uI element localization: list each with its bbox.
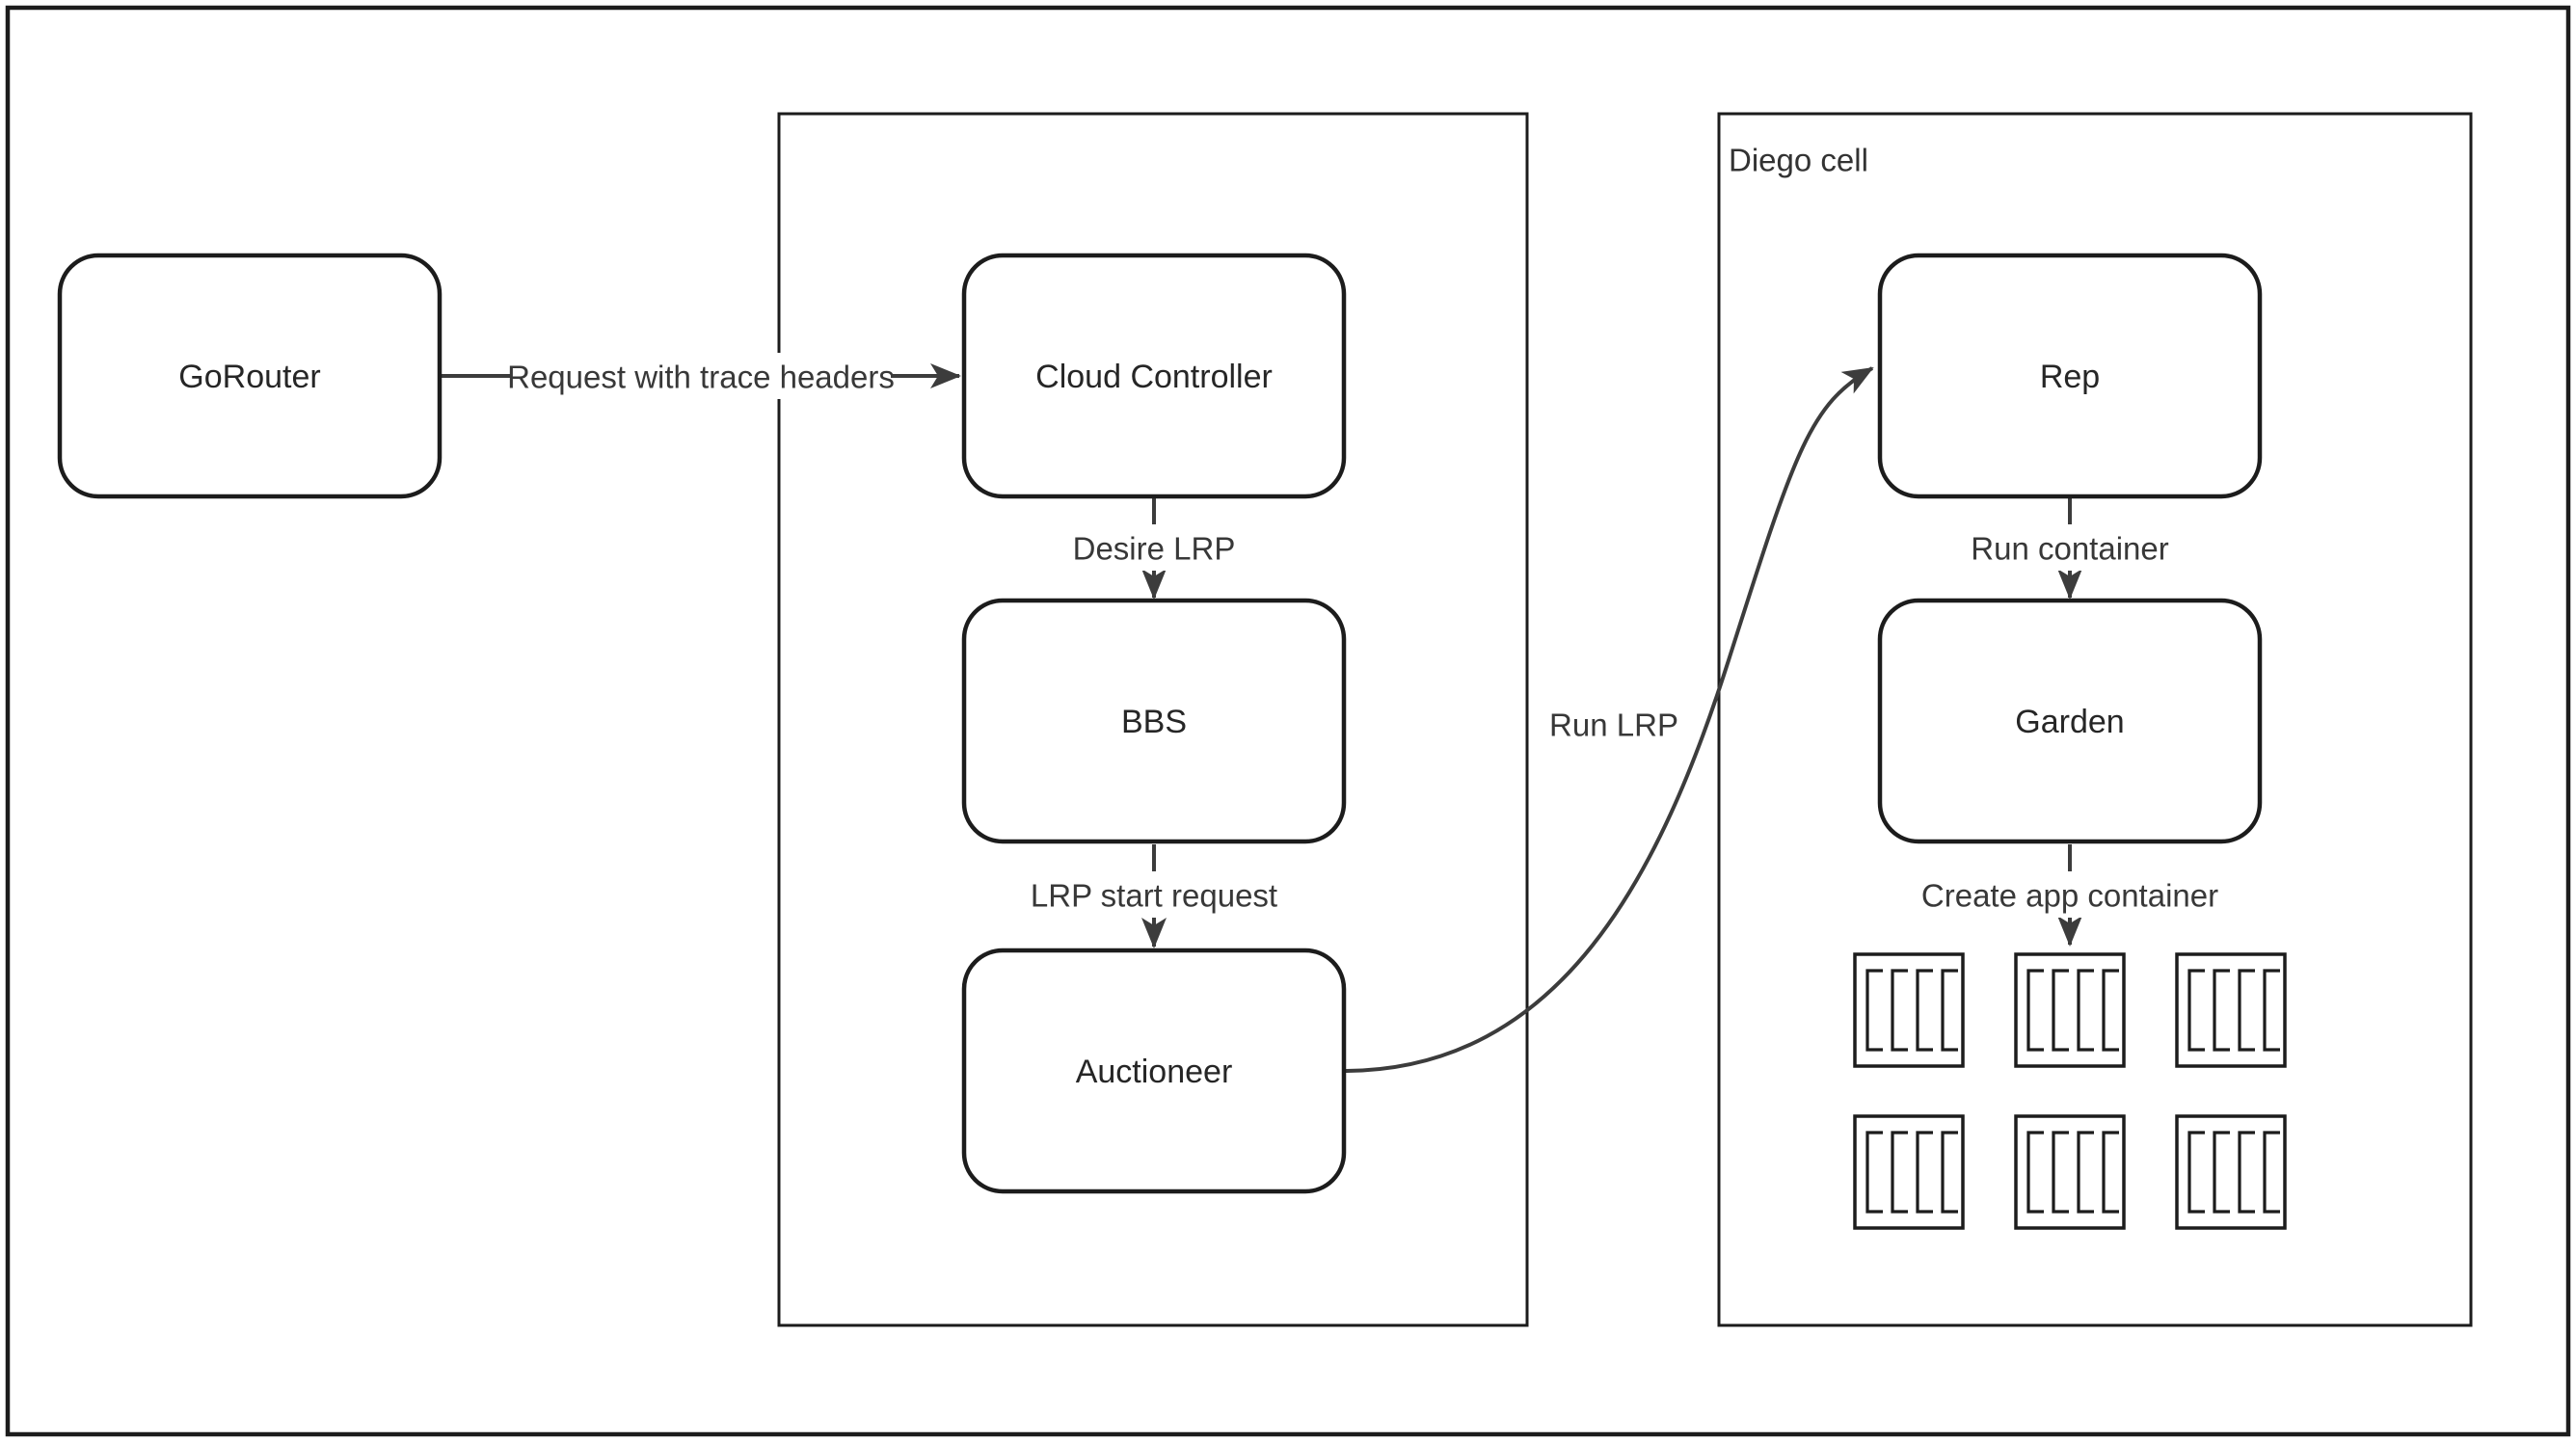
edge-label-run-lrp: Run LRP	[1549, 708, 1678, 743]
edge-label-run-container: Run container	[1971, 531, 2168, 567]
node-label-auctioneer: Auctioneer	[1076, 1054, 1233, 1090]
node-cloud-controller: Cloud Controller	[961, 253, 1347, 499]
edge-request-with-trace-headers: Request with trace headers	[440, 353, 961, 399]
middle-group-container	[777, 112, 1529, 1327]
edge-label-desire-lrp: Desire LRP	[1073, 531, 1236, 567]
node-gorouter: GoRouter	[57, 253, 443, 499]
node-label-bbs: BBS	[1121, 704, 1187, 740]
container-grate-icon	[1853, 1114, 1965, 1230]
edge-run-lrp: Run LRP	[1343, 366, 1874, 1073]
node-garden: Garden	[1877, 598, 2263, 844]
node-label-rep: Rep	[2040, 359, 2100, 395]
node-label-cloud-controller: Cloud Controller	[1035, 359, 1273, 395]
edge-desire-lrp: Desire LRP	[1063, 496, 1245, 600]
node-label-garden: Garden	[2015, 704, 2124, 740]
edge-label-create-app-container: Create app container	[1921, 878, 2218, 914]
edge-run-container: Run container	[1971, 496, 2169, 600]
edge-label-request-with-trace-headers: Request with trace headers	[507, 360, 895, 395]
diego-cell-container: Diego cell	[1717, 112, 2473, 1327]
container-grate-icon	[2175, 952, 2287, 1068]
node-label-gorouter: GoRouter	[178, 359, 320, 395]
diego-cell-label: Diego cell	[1729, 143, 1868, 178]
node-bbs: BBS	[961, 598, 1347, 844]
edge-label-lrp-start-request: LRP start request	[1031, 878, 1277, 914]
node-auctioneer: Auctioneer	[961, 948, 1347, 1194]
container-grate-icon	[2014, 952, 2126, 1068]
container-grate-icon	[2175, 1114, 2287, 1230]
diego-cell-border	[1717, 112, 2473, 1327]
edge-create-app-container: Create app container	[1921, 844, 2218, 947]
container-grate-icon	[1853, 952, 1965, 1068]
node-rep: Rep	[1877, 253, 2263, 499]
edge-lrp-start-request: LRP start request	[1020, 844, 1288, 948]
container-grate-icon	[2014, 1114, 2126, 1230]
